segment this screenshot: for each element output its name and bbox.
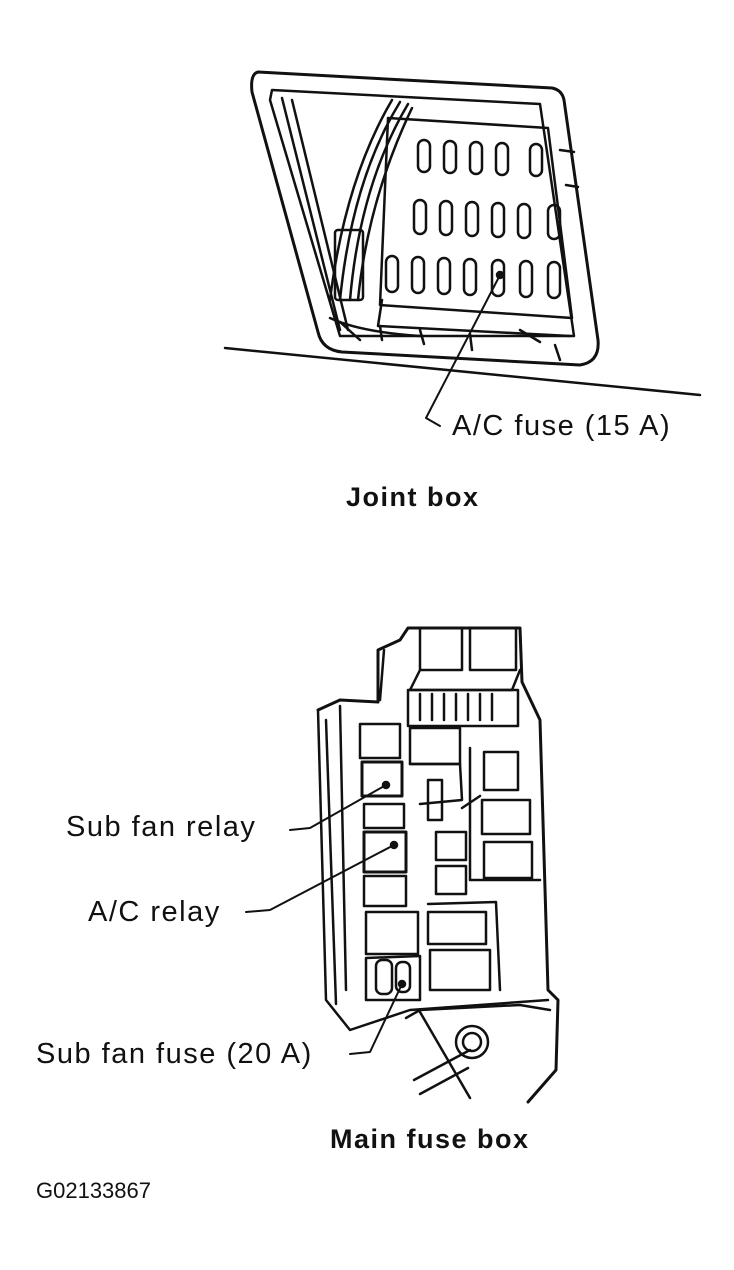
figure-code: G02133867 bbox=[36, 1178, 151, 1203]
joint-box-title: Joint box bbox=[346, 482, 480, 512]
ac-fuse-callout: A/C fuse (15 A) bbox=[452, 410, 672, 442]
main-fuse-box-illustration bbox=[245, 626, 560, 1104]
main-fuse-box-title: Main fuse box bbox=[330, 1124, 530, 1154]
sub-fan-fuse-callout: Sub fan fuse (20 A) bbox=[36, 1038, 313, 1070]
ac-relay-callout: A/C relay bbox=[88, 896, 221, 928]
joint-box-illustration bbox=[223, 70, 702, 427]
sub-fan-relay-callout: Sub fan relay bbox=[66, 811, 257, 843]
